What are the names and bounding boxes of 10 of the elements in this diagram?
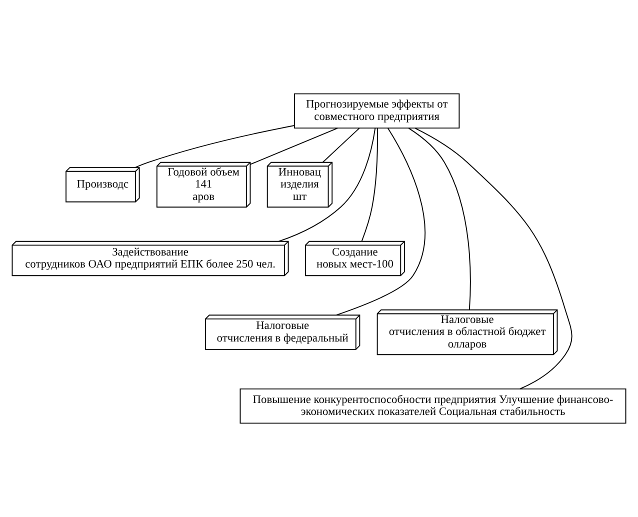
connector xyxy=(361,128,378,242)
connector xyxy=(278,128,376,242)
connector xyxy=(336,128,426,316)
node-box: Повышение конкурентоспособности предприятия Улучшение финансово- экономических показателей Социальная стабильность xyxy=(240,388,626,424)
connector xyxy=(408,128,471,310)
connector xyxy=(414,128,572,390)
connector xyxy=(250,128,338,165)
node-box: Прогнозируемые эффекты от совместного предприятия xyxy=(294,93,460,129)
connector xyxy=(322,128,360,163)
connector xyxy=(134,125,295,168)
